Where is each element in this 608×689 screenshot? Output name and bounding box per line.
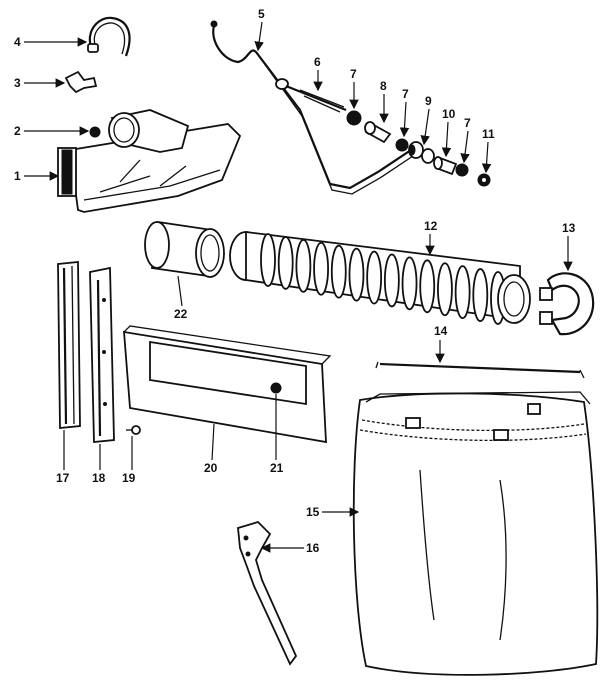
callout-label-20: 20 xyxy=(204,461,218,475)
callout-label-2: 2 xyxy=(14,124,21,138)
hose-rib xyxy=(295,238,312,293)
leader-line-22 xyxy=(177,275,183,307)
part-6-bolt xyxy=(275,78,347,113)
leader-line-10 xyxy=(441,121,452,158)
part-22-sleeve xyxy=(144,220,225,278)
callout-label-18: 18 xyxy=(92,471,106,485)
callout-label-5: 5 xyxy=(258,7,265,21)
hose-rib xyxy=(454,265,471,320)
leader-line-9 xyxy=(420,108,430,146)
leader-line-7b xyxy=(399,101,410,138)
callout-label-10: 10 xyxy=(442,107,456,121)
part-10-spacer xyxy=(433,156,458,176)
hose-rib xyxy=(437,262,453,317)
leader-line-11 xyxy=(481,141,492,174)
part-5-wire-handle xyxy=(210,20,423,195)
part-1-chute xyxy=(57,109,242,213)
part-19-screw xyxy=(126,425,141,435)
part-3-wing-nut xyxy=(64,70,98,94)
hose-rib xyxy=(419,259,436,314)
part-8-spacer xyxy=(364,121,392,144)
callout-label-9: 9 xyxy=(425,94,432,108)
callout-label-7c: 7 xyxy=(464,116,471,130)
callout-label-8: 8 xyxy=(380,79,387,93)
part-9-spacer xyxy=(408,141,435,164)
callout-label-14: 14 xyxy=(434,324,448,338)
callout-label-19: 19 xyxy=(122,471,136,485)
callout-label-3: 3 xyxy=(14,76,21,90)
callout-label-16: 16 xyxy=(306,541,320,555)
callout-label-21: 21 xyxy=(270,461,284,475)
hose-rib xyxy=(313,241,329,296)
callout-label-1: 1 xyxy=(14,169,21,183)
part-20-plate xyxy=(123,325,332,444)
part-2-nut xyxy=(89,126,101,138)
leader-line-7c xyxy=(460,130,470,164)
callout-label-17: 17 xyxy=(56,471,70,485)
part-7-nut xyxy=(455,163,469,177)
part-12-hose xyxy=(229,230,531,325)
hose-rib xyxy=(260,233,276,287)
callout-label-6: 6 xyxy=(314,55,321,69)
callout-label-11: 11 xyxy=(482,127,495,141)
callout-label-7b: 7 xyxy=(402,87,409,101)
part-7-nut xyxy=(395,138,409,152)
part-15-bag xyxy=(352,391,599,676)
part-16-lever xyxy=(237,520,298,666)
part-13-clamp xyxy=(539,272,595,336)
part-21-nut xyxy=(270,382,282,394)
callout-label-7a: 7 xyxy=(350,67,357,81)
hose-rib xyxy=(366,250,383,305)
callout-label-15: 15 xyxy=(306,505,320,519)
part-7-nut xyxy=(346,110,362,126)
leader-line-20 xyxy=(211,423,215,461)
callout-label-13: 13 xyxy=(562,221,576,235)
callout-label-22: 22 xyxy=(174,307,188,321)
hose-rib xyxy=(330,244,347,299)
callout-label-12: 12 xyxy=(424,219,438,233)
hose-rib xyxy=(348,247,365,302)
hose-rib xyxy=(401,256,418,311)
part-18-rail xyxy=(89,266,115,443)
part-14-rod xyxy=(375,361,585,379)
callout-label-4: 4 xyxy=(14,35,21,49)
part-11-nut xyxy=(477,173,491,187)
hose-rib xyxy=(277,236,294,290)
part-4-clamp xyxy=(87,16,131,57)
leader-line-5 xyxy=(254,21,264,52)
hose-rib xyxy=(472,268,489,322)
part-17-rail xyxy=(57,261,81,429)
hose-rib xyxy=(383,253,400,308)
